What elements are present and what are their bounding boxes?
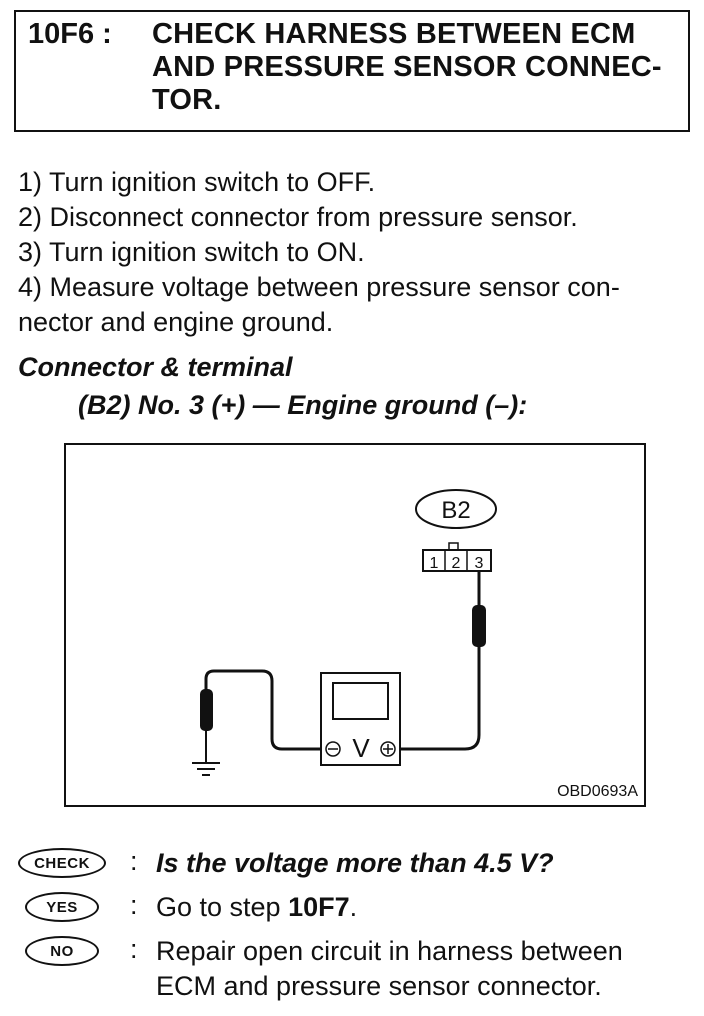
- positive-lead: [396, 571, 486, 751]
- step-title-line: CHECK HARNESS BETWEEN ECM: [152, 18, 636, 50]
- procedure-step: nector and engine ground.: [18, 307, 334, 337]
- connector-lock: [448, 542, 459, 551]
- pin-label: 2: [452, 555, 461, 572]
- no-colon: :: [130, 934, 138, 964]
- voltmeter-symbol: V: [352, 733, 370, 763]
- step-title-line: TOR.: [152, 84, 222, 116]
- ground-lead: [192, 669, 330, 776]
- yes-colon: :: [130, 890, 138, 920]
- voltmeter-display: [332, 682, 389, 720]
- probe-negative: [200, 689, 213, 731]
- no-answer-line: Repair open circuit in harness between: [156, 936, 623, 966]
- pin-label: 1: [430, 555, 439, 572]
- no-badge: NO: [25, 936, 99, 966]
- wiring-diagram: B2 1 2 3: [64, 443, 646, 807]
- yes-badge: YES: [25, 892, 99, 922]
- terminal-heading: (B2) No. 3 (+) — Engine ground (–):: [78, 390, 528, 420]
- no-answer: Repair open circuit in harness between E…: [156, 934, 623, 1004]
- check-badge: CHECK: [18, 848, 106, 878]
- probe-positive: [472, 605, 486, 647]
- procedure-step: 3) Turn ignition switch to ON.: [18, 237, 365, 267]
- pin-label: 3: [475, 555, 484, 572]
- connector-label-oval: [415, 489, 497, 529]
- connector-heading: Connector & terminal: [18, 352, 293, 382]
- connector-label: B2: [441, 497, 470, 524]
- voltmeter: V: [320, 672, 401, 766]
- yes-text-suffix: .: [349, 892, 358, 922]
- procedure-step: 1) Turn ignition switch to OFF.: [18, 167, 376, 197]
- step-title: CHECK HARNESS BETWEEN ECM AND PRESSURE S…: [152, 18, 682, 117]
- check-question: Is the voltage more than 4.5 V?: [156, 846, 554, 881]
- check-colon: :: [130, 846, 138, 876]
- connector-b2: 1 2 3: [422, 542, 492, 572]
- step-header: 10F6 : CHECK HARNESS BETWEEN ECM AND PRE…: [14, 10, 690, 132]
- figure-code: OBD0693A: [557, 783, 638, 800]
- no-answer-line: ECM and pressure sensor connector.: [156, 971, 602, 1001]
- yes-text: Go to step: [156, 892, 289, 922]
- procedure-step: 2) Disconnect connector from pressure se…: [18, 202, 578, 232]
- step-id: 10F6 :: [28, 18, 112, 50]
- step-title-line: AND PRESSURE SENSOR CONNEC-: [152, 51, 662, 83]
- check-question-text: Is the voltage more than 4.5 V?: [156, 848, 554, 878]
- connector-housing: [422, 549, 492, 572]
- wiring-diagram-svg: B2 1 2 3: [192, 489, 497, 776]
- procedure-step: 4) Measure voltage between pressure sens…: [18, 272, 620, 302]
- yes-step-ref: 10F7: [288, 892, 350, 922]
- yes-answer: Go to step 10F7.: [156, 890, 357, 925]
- procedure-steps: 1) Turn ignition switch to OFF. 2) Disco…: [18, 165, 698, 340]
